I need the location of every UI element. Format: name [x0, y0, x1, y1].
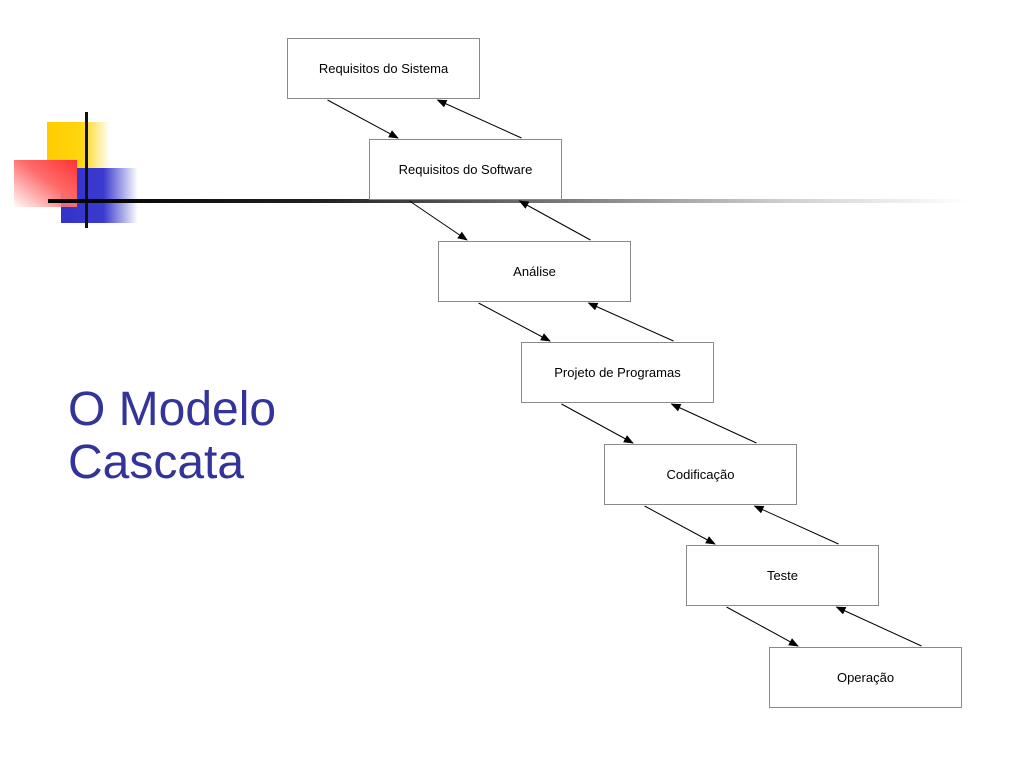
feedback-arrow-6-5 — [835, 606, 922, 647]
stage-requisitos-do-software: Requisitos do Software — [369, 139, 562, 200]
stage-label: Requisitos do Sistema — [318, 61, 449, 76]
forward-arrow-0-1 — [327, 99, 399, 139]
stage-codificacao: Codificação — [604, 444, 797, 505]
stage-label: Teste — [766, 568, 799, 583]
forward-arrow-3-4 — [561, 403, 634, 444]
forward-arrow-4-5 — [644, 505, 716, 545]
title-line-2: Cascata — [68, 436, 245, 489]
feedback-arrow-5-4 — [753, 505, 839, 545]
stage-label: Análise — [513, 264, 556, 279]
feedback-arrow-2-1 — [518, 200, 591, 241]
forward-arrow-5-6 — [726, 606, 799, 647]
stage-analise: Análise — [438, 241, 631, 302]
stage-requisitos-do-sistema: Requisitos do Sistema — [287, 38, 480, 99]
stage-label: Requisitos do Software — [398, 162, 533, 177]
title-line-1: O Modelo — [68, 383, 277, 436]
feedback-arrow-3-2 — [587, 302, 674, 342]
stage-label: Projeto de Programas — [554, 365, 681, 380]
feedback-arrow-4-3 — [670, 403, 757, 444]
stage-projeto-de-programas: Projeto de Programas — [521, 342, 714, 403]
stage-teste: Teste — [686, 545, 879, 606]
forward-arrow-2-3 — [478, 302, 551, 342]
stage-label: Operação — [836, 670, 895, 685]
stage-label: Codificação — [666, 467, 735, 482]
stage-operacao: Operação — [769, 647, 962, 708]
feedback-arrow-1-0 — [436, 99, 522, 139]
slide-title: O Modelo Cascata — [68, 383, 276, 489]
forward-arrow-1-2 — [409, 200, 468, 241]
